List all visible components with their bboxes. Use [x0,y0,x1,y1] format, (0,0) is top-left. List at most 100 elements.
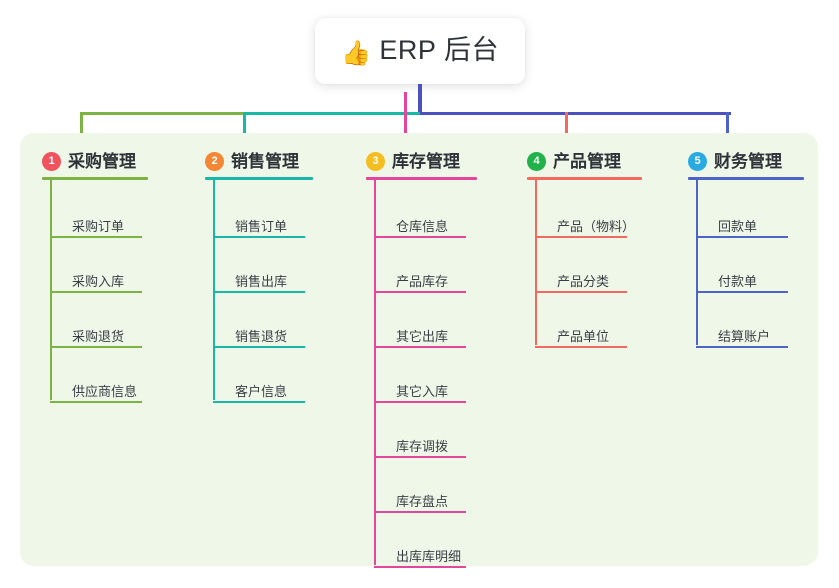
item-rule [50,236,142,238]
column-spine-1 [50,180,52,400]
item-rule [535,291,627,293]
column-title-2: 销售管理 [231,152,299,171]
item-label: 库存盘点 [396,494,449,509]
item-rule [213,236,305,238]
column-title-3: 库存管理 [392,152,460,171]
item-rule [50,401,142,403]
item-label: 出库库明细 [396,549,462,564]
list-item[interactable]: 库存盘点 [374,458,466,513]
connector-drop-3 [404,112,407,140]
column-badge-2: 2 [205,152,224,171]
item-label: 其它出库 [396,329,449,344]
item-label: 采购退货 [72,329,125,344]
item-rule [374,401,466,403]
item-rule [213,291,305,293]
item-rule [50,291,142,293]
item-rule [374,456,466,458]
item-label: 其它入库 [396,384,449,399]
item-rule [374,291,466,293]
item-label: 客户信息 [235,384,288,399]
list-item[interactable]: 回款单 [696,183,788,238]
item-rule [374,236,466,238]
column-header-2[interactable]: 2 销售管理 [205,152,299,171]
item-label: 产品单位 [557,329,610,344]
connector-bar-seg-2 [245,112,420,115]
list-item[interactable]: 出库库明细 [374,513,466,568]
page-title: 👍ERP 后台 [341,34,499,67]
column-header-3[interactable]: 3 库存管理 [366,152,460,171]
column-title-4: 产品管理 [553,152,621,171]
column-rule-4 [527,177,642,180]
column-badge-1: 1 [42,152,61,171]
item-label: 产品（物料） [557,219,636,234]
column-spine-5 [696,180,698,345]
list-item[interactable]: 库存调拨 [374,403,466,458]
column-rule-5 [688,177,804,180]
list-item[interactable]: 结算账户 [696,293,788,348]
column-badge-4: 4 [527,152,546,171]
connector-bar-seg-1 [80,112,245,115]
list-item[interactable]: 供应商信息 [50,348,142,403]
connector-drop-1 [80,112,83,140]
list-item[interactable]: 仓库信息 [374,183,466,238]
item-rule [535,236,627,238]
column-spine-4 [535,180,537,345]
root-stem [418,84,422,115]
item-label: 回款单 [718,219,758,234]
column-spine-3 [374,180,376,565]
list-item[interactable]: 采购退货 [50,293,142,348]
column-badge-3: 3 [366,152,385,171]
root-title-text: ERP 后台 [379,34,499,65]
column-title-5: 财务管理 [714,152,782,171]
item-label: 销售出库 [235,274,288,289]
item-rule [696,346,788,348]
list-item[interactable]: 采购入库 [50,238,142,293]
item-label: 付款单 [718,274,758,289]
list-item[interactable]: 采购订单 [50,183,142,238]
item-rule [213,401,305,403]
list-item[interactable]: 销售订单 [213,183,305,238]
column-rule-3 [366,177,477,180]
item-label: 仓库信息 [396,219,449,234]
column-rule-1 [42,177,148,180]
list-item[interactable]: 产品分类 [535,238,627,293]
branch-panel [20,133,818,566]
list-item[interactable]: 产品单位 [535,293,627,348]
item-rule [374,566,466,568]
item-label: 采购订单 [72,219,125,234]
list-item[interactable]: 其它入库 [374,348,466,403]
connector-stub-3 [404,92,407,112]
connector-drop-2 [243,112,246,140]
item-rule [213,346,305,348]
item-label: 产品库存 [396,274,449,289]
item-label: 库存调拨 [396,439,449,454]
column-title-1: 采购管理 [68,152,136,171]
column-spine-2 [213,180,215,400]
item-rule [50,346,142,348]
column-rule-2 [205,177,313,180]
list-item[interactable]: 付款单 [696,238,788,293]
list-item[interactable]: 其它出库 [374,293,466,348]
list-item[interactable]: 产品库存 [374,238,466,293]
column-header-1[interactable]: 1 采购管理 [42,152,136,171]
column-badge-5: 5 [688,152,707,171]
thumbs-up-emoji: 👍 [341,39,372,67]
list-item[interactable]: 客户信息 [213,348,305,403]
item-rule [696,236,788,238]
item-rule [374,511,466,513]
column-header-4[interactable]: 4 产品管理 [527,152,621,171]
root-node[interactable]: 👍ERP 后台 [315,18,525,84]
item-label: 结算账户 [718,329,771,344]
list-item[interactable]: 销售退货 [213,293,305,348]
item-rule [374,346,466,348]
connector-drop-4 [565,112,568,140]
list-item[interactable]: 销售出库 [213,238,305,293]
column-header-5[interactable]: 5 财务管理 [688,152,782,171]
item-label: 采购入库 [72,274,125,289]
item-label: 销售退货 [235,329,288,344]
item-rule [535,346,627,348]
list-item[interactable]: 产品（物料） [535,183,635,238]
item-label: 供应商信息 [72,384,138,399]
item-label: 销售订单 [235,219,288,234]
